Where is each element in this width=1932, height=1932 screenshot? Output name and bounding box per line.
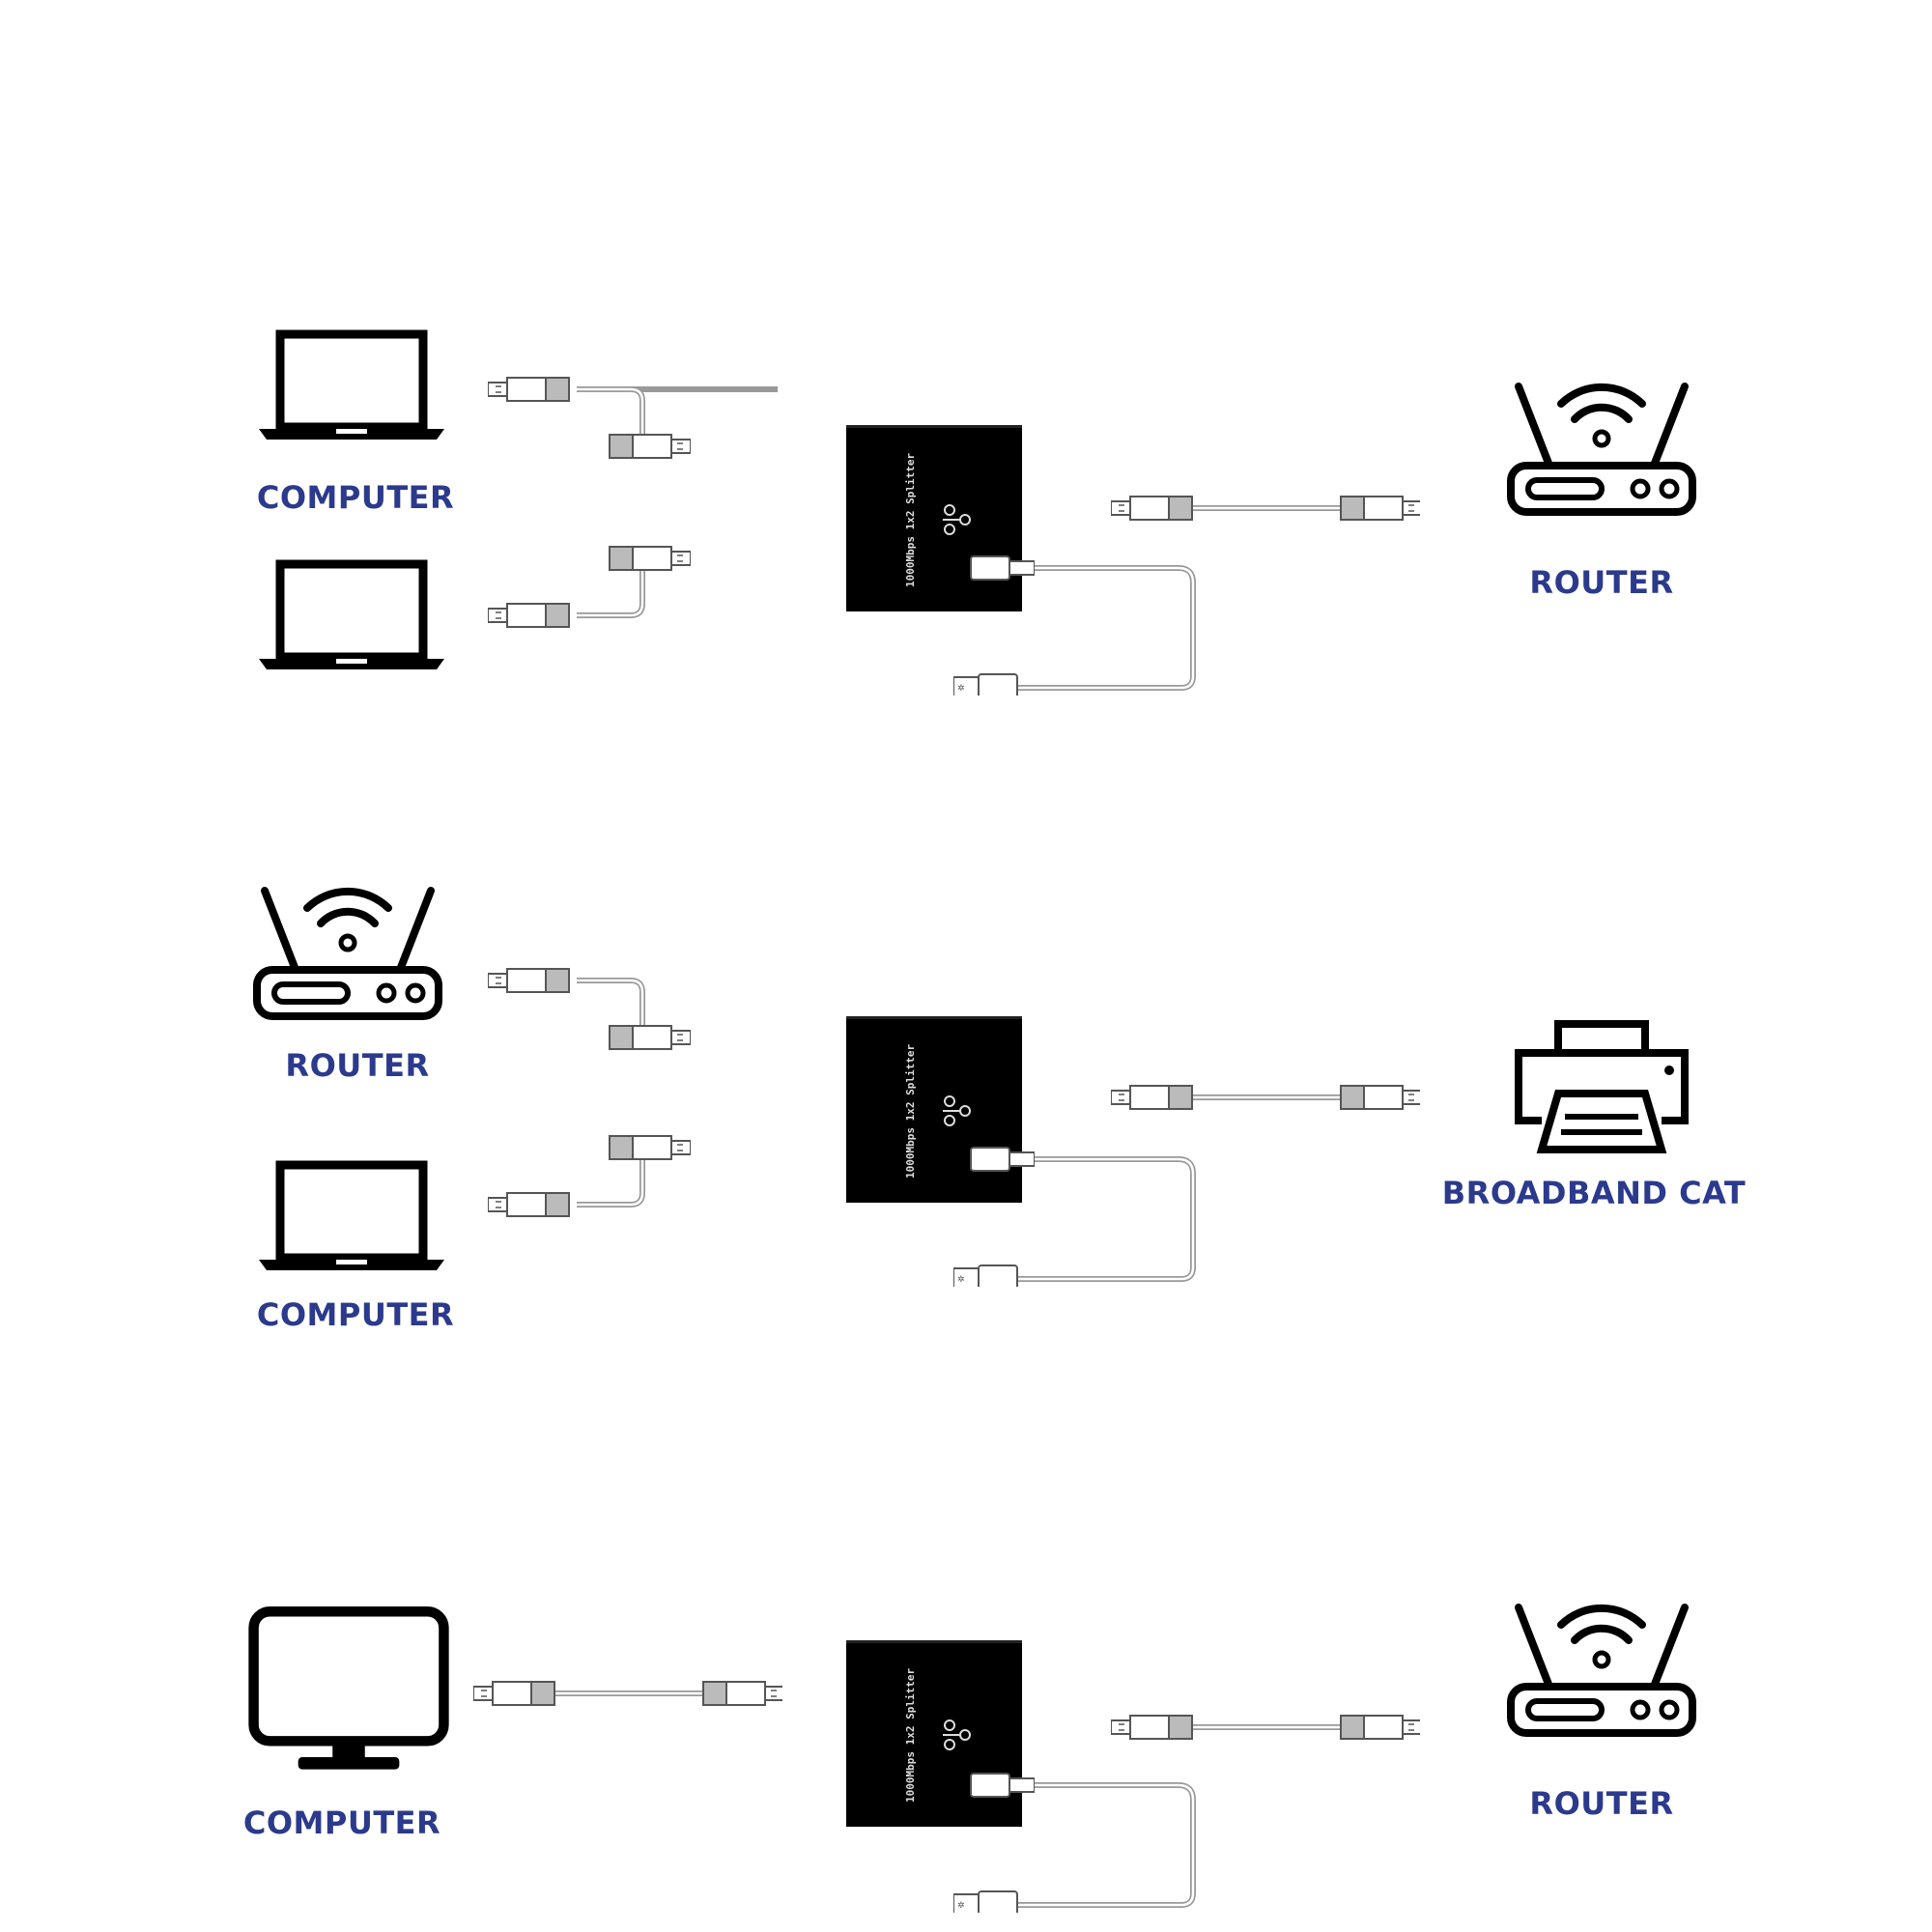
row3-right-label: ROUTER <box>1529 1785 1674 1822</box>
row1-right-label: ROUTER <box>1529 564 1674 601</box>
splitter-text: 1000Mbps 1x2 Splitter <box>904 452 917 587</box>
row3-left-label: COMPUTER <box>242 1804 441 1841</box>
network-icon <box>943 1095 971 1126</box>
router-icon <box>251 869 444 1034</box>
ethernet-cable <box>1111 1085 1420 1110</box>
ethernet-cable <box>1111 496 1420 521</box>
laptop-icon <box>259 1159 452 1275</box>
usb-power-cable <box>953 555 1196 696</box>
ethernet-cable <box>488 546 691 628</box>
network-icon <box>943 1719 971 1750</box>
row2-right-label: BROADBAND CAT <box>1441 1175 1747 1211</box>
laptop-icon <box>259 328 452 444</box>
router-icon <box>1505 1586 1698 1750</box>
laptop-icon <box>259 558 452 674</box>
row2-left1-label: ROUTER <box>285 1047 430 1084</box>
ethernet-cable <box>1111 1715 1420 1740</box>
network-icon <box>943 504 971 535</box>
row2-left2-label: COMPUTER <box>256 1296 455 1333</box>
ethernet-cable <box>488 1135 691 1217</box>
splitter-text: 1000Mbps 1x2 Splitter <box>904 1667 917 1803</box>
ethernet-cable <box>488 968 691 1050</box>
monitor-icon <box>247 1605 450 1777</box>
ethernet-cable <box>488 377 778 459</box>
router-icon <box>1505 365 1698 529</box>
printer-icon <box>1505 1016 1698 1161</box>
usb-power-cable <box>953 1773 1196 1913</box>
ethernet-cable <box>473 1681 782 1706</box>
row1-left1-label: COMPUTER <box>256 479 455 516</box>
splitter-text: 1000Mbps 1x2 Splitter <box>904 1043 917 1179</box>
usb-power-cable <box>953 1147 1196 1287</box>
